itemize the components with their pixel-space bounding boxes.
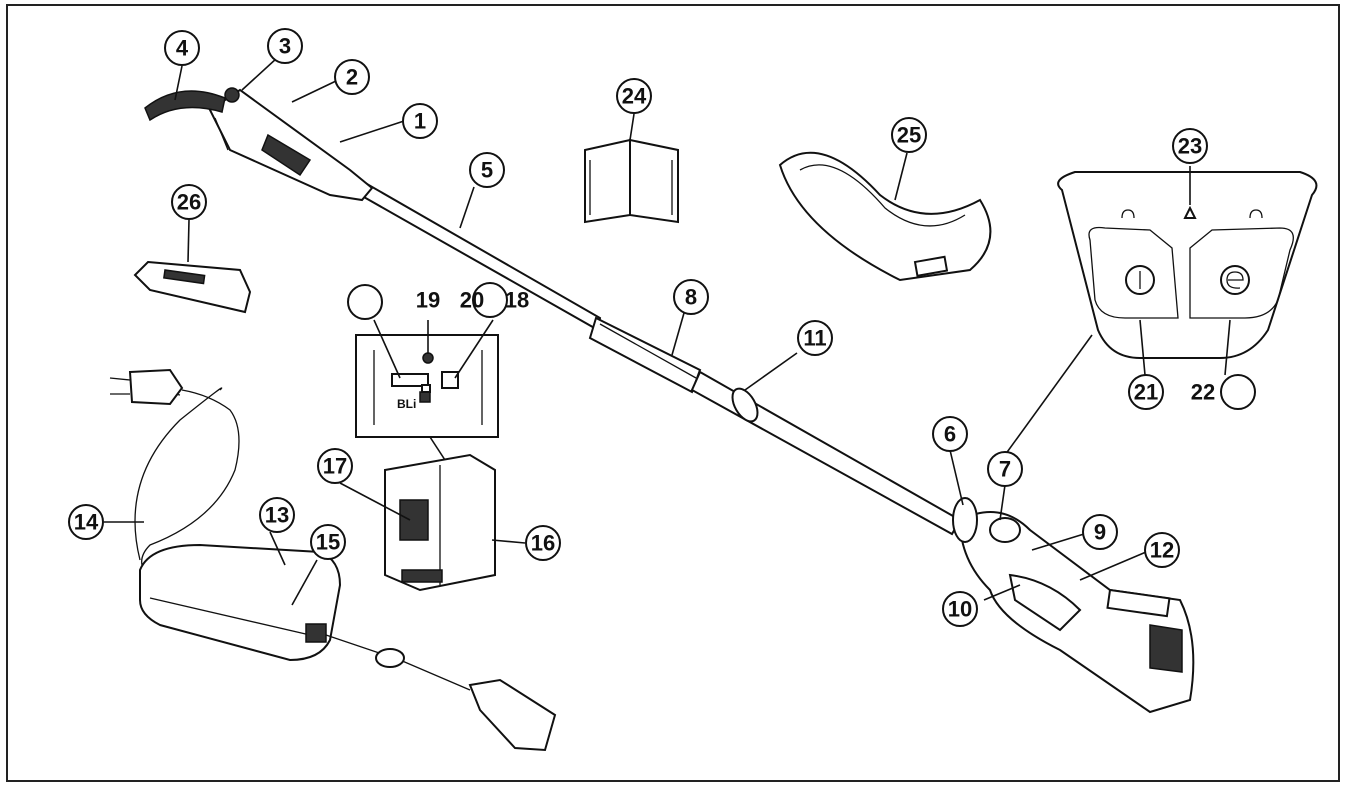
leader-lines [104,57,1231,606]
svg-text:22: 22 [1191,380,1215,405]
svg-text:17: 17 [323,454,347,479]
callout-25: 25 [891,117,927,153]
callout-9: 9 [1082,514,1118,550]
svg-text:10: 10 [948,597,972,622]
callout-21: 21 [1128,374,1164,410]
battery-pack [384,453,496,592]
chain-cover [133,260,252,314]
battery-detail-inset: BLi [355,334,499,461]
callout-6: 6 [932,416,968,452]
svg-text:3: 3 [279,34,291,59]
callout-24: 24 [616,78,652,114]
callout-blank-2 [1220,374,1256,410]
callout-2: 2 [334,59,370,95]
pole-shaft [353,178,962,536]
svg-text:13: 13 [265,503,289,528]
callout-23: 23 [1172,128,1208,164]
svg-text:7: 7 [999,457,1011,482]
shoulder-strap [778,151,992,282]
svg-text:25: 25 [897,123,921,148]
svg-text:19: 19 [416,288,440,313]
svg-text:1: 1 [414,109,426,134]
callout-5: 5 [469,152,505,188]
svg-text:5: 5 [481,158,493,183]
callout-16: 16 [525,525,561,561]
callout-7: 7 [987,451,1023,487]
callout-15: 15 [310,524,346,560]
svg-text:16: 16 [531,531,555,556]
rear-handle [952,497,1195,714]
svg-text:12: 12 [1150,538,1174,563]
svg-text:6: 6 [944,422,956,447]
battery-charger [134,374,557,752]
callout-17: 17 [317,448,353,484]
svg-text:14: 14 [74,510,99,535]
callout-11: 11 [797,320,833,356]
callout-3: 3 [267,28,303,64]
battery-indicator-text: BLi [397,397,416,411]
callout-4: 4 [164,30,200,66]
svg-text:2: 2 [346,65,358,90]
manual-icon [584,138,679,224]
callout-22: 22 [1191,380,1215,405]
svg-text:26: 26 [177,190,201,215]
svg-text:15: 15 [316,530,340,555]
control-panel-detail [1057,171,1318,359]
svg-text:4: 4 [176,36,189,61]
callout-26: 26 [171,184,207,220]
svg-text:9: 9 [1094,520,1106,545]
callout-20-circle: 20 [460,282,508,318]
callout-14: 14 [68,504,104,540]
saw-head [144,87,374,202]
svg-text:20: 20 [460,288,484,313]
callout-18: 18 [505,288,529,313]
callout-13: 13 [259,497,295,533]
svg-text:18: 18 [505,288,529,313]
callout-8: 8 [673,279,709,315]
svg-text:8: 8 [685,285,697,310]
svg-text:23: 23 [1178,134,1202,159]
diagram-frame [6,4,1340,782]
callout-blank-1 [347,284,383,320]
svg-text:11: 11 [803,326,826,351]
svg-text:21: 21 [1134,380,1158,405]
callout-10: 10 [942,591,978,627]
callout-12: 12 [1144,532,1180,568]
svg-text:24: 24 [622,84,647,109]
callout-19: 19 [416,288,440,313]
mains-plug [109,368,240,566]
callout-1: 1 [402,103,438,139]
